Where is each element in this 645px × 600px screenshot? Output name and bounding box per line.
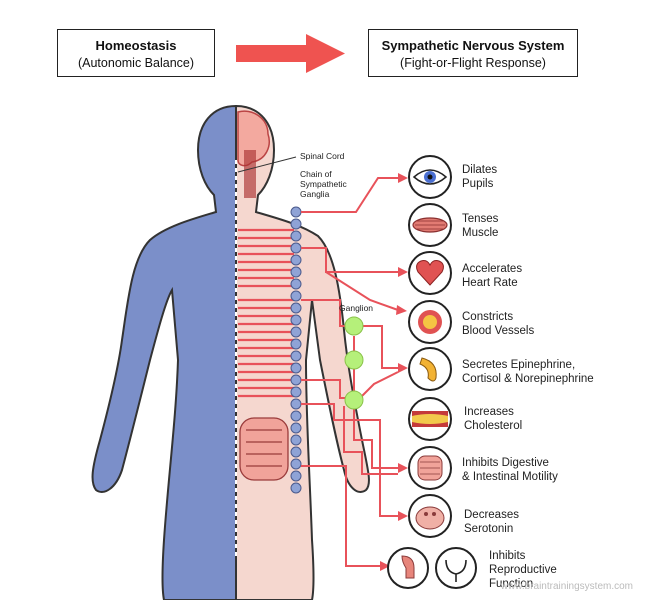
- sympathetic-chain: [290, 206, 302, 494]
- effect-label-muscle: Tenses Muscle: [462, 213, 499, 239]
- effect-label-pupils: Dilates Pupils: [462, 164, 498, 190]
- sympathetic-title: Sympathetic Nervous System: [381, 38, 565, 53]
- adrenal-gland-icon: [408, 347, 452, 391]
- organ-connections: [301, 173, 408, 571]
- effect-label-blood-vessels: Constricts Blood Vessels: [462, 311, 535, 337]
- gut-icon: [408, 494, 452, 538]
- effect-label-reproduction: Inhibits Reproductive Function: [489, 550, 557, 590]
- intestine-drawing: [239, 417, 289, 481]
- intestine-icon: [408, 446, 452, 490]
- eye-icon: [408, 155, 452, 199]
- body-left-half: [91, 104, 237, 600]
- effect-label-cholesterol: Increases Cholesterol: [464, 406, 523, 432]
- transition-arrow: [236, 34, 345, 73]
- reproductive-organs-icon: [387, 547, 477, 589]
- muscle-icon: [408, 203, 452, 247]
- homeostasis-box: Homeostasis (Autonomic Balance): [57, 29, 215, 77]
- brainstem: [244, 150, 256, 198]
- effect-label-hormones: Secretes Epinephrine, Cortisol & Norepin…: [462, 359, 594, 385]
- sympathetic-subtitle: (Fight-or-Flight Response): [400, 56, 546, 70]
- homeostasis-title: Homeostasis: [95, 38, 177, 53]
- sympathetic-chain-label: Chain of Sympathetic Ganglia: [300, 169, 347, 199]
- blood-vessel-icon: [408, 300, 452, 344]
- heart-icon: [408, 251, 452, 295]
- artery-plaque-icon: [408, 397, 452, 441]
- watermark: www.braintrainingsystem.com: [500, 581, 633, 592]
- ganglion-label: Ganglion: [339, 303, 374, 313]
- effect-label-digestion: Inhibits Digestive & Intestinal Motility: [462, 457, 558, 483]
- sympathetic-box: Sympathetic Nervous System (Fight-or-Fli…: [368, 29, 578, 77]
- homeostasis-subtitle: (Autonomic Balance): [77, 56, 195, 70]
- effect-label-heart-rate: Accelerates Heart Rate: [462, 263, 523, 289]
- effect-label-serotonin: Decreases Serotonin: [464, 509, 519, 535]
- spinal-cord-label: Spinal Cord: [300, 151, 345, 161]
- spinal-cord-pointer: [237, 156, 297, 173]
- spinal-nerves: [238, 228, 294, 398]
- collateral-ganglia: [344, 316, 364, 410]
